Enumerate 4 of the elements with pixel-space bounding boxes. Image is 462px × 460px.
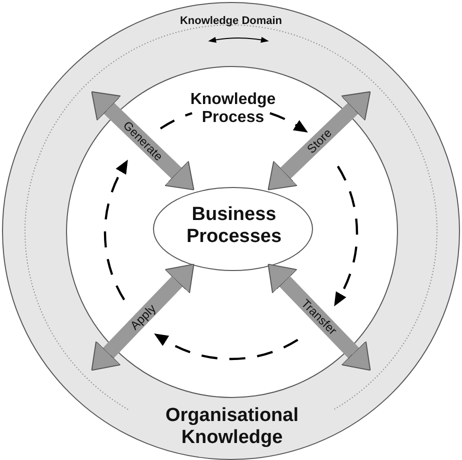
ring-label: Organisational Knowledge xyxy=(164,405,300,449)
process-label: Knowledge Process xyxy=(189,91,277,128)
band-label: Knowledge Domain xyxy=(178,15,284,28)
ellipse-label: Business Processes xyxy=(185,204,283,248)
